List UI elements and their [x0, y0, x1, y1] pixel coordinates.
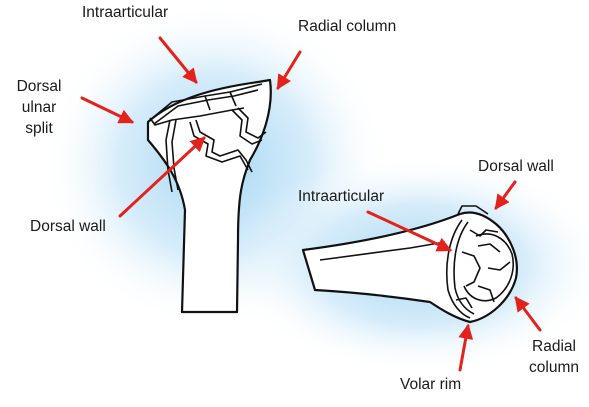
label-left-dorsal-wall: Dorsal wall: [30, 216, 106, 237]
label-dorsal-ulnar-split-line-2: ulnar: [10, 97, 68, 118]
label-left-dorsal-ulnar-split: Dorsal ulnar split: [10, 76, 68, 139]
label-right-intraarticular: Intraarticular: [298, 186, 384, 207]
label-dorsal-ulnar-split-line-3: split: [10, 118, 68, 139]
label-right-volar-rim: Volar rim: [400, 374, 461, 395]
label-right-dorsal-wall: Dorsal wall: [478, 156, 554, 177]
label-left-radial-column: Radial column: [298, 16, 396, 37]
label-right-radial-column-line-1: Radial: [522, 336, 586, 357]
label-left-intraarticular: Intraarticular: [82, 2, 168, 23]
label-dorsal-ulnar-split-line-1: Dorsal: [10, 76, 68, 97]
label-right-radial-column: Radial column: [522, 336, 586, 378]
label-right-radial-column-line-2: column: [522, 357, 586, 378]
